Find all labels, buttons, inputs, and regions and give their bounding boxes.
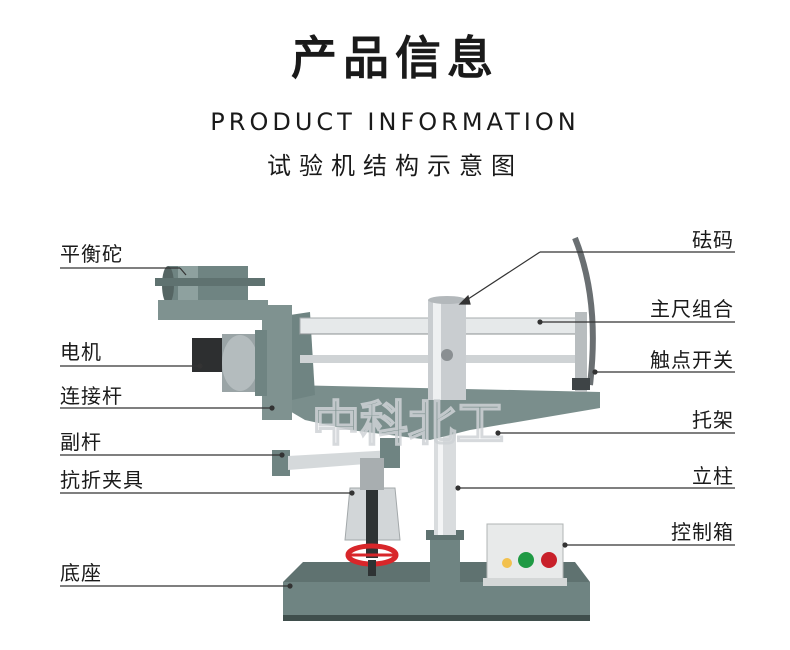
control-box xyxy=(483,523,567,586)
label-weight: 砝码 xyxy=(692,228,734,252)
label-motor: 电机 xyxy=(60,340,102,364)
weight xyxy=(428,296,466,400)
label-base: 底座 xyxy=(60,561,102,585)
label-main-scale: 主尺组合 xyxy=(650,297,734,321)
indicator-lamp-icon xyxy=(502,558,512,568)
red-button-icon xyxy=(541,552,557,568)
bracket xyxy=(262,305,600,440)
label-contact-switch: 触点开关 xyxy=(650,348,734,372)
label-connecting-rod: 连接杆 xyxy=(60,384,123,408)
green-button-icon xyxy=(518,552,534,568)
label-column: 立柱 xyxy=(692,464,734,488)
contact-switch-rod xyxy=(572,236,596,386)
diagram-caption: 试验机结构示意图 xyxy=(267,152,523,180)
page-subtitle-english: PRODUCT INFORMATION xyxy=(210,108,580,136)
label-balance-weight: 平衡砣 xyxy=(60,242,123,266)
label-control-box: 控制箱 xyxy=(671,520,734,544)
bending-fixture xyxy=(344,458,401,558)
label-auxiliary-rod: 副杆 xyxy=(60,430,102,454)
page-title: 产品信息 xyxy=(291,31,499,85)
handwheel-icon xyxy=(345,543,399,576)
label-bending-fixture: 抗折夹具 xyxy=(60,468,144,492)
leader-lines xyxy=(60,251,735,589)
watermark-logo: 中科北工 xyxy=(312,396,504,452)
auxiliary-rod xyxy=(272,438,400,476)
balance-weight xyxy=(155,266,268,320)
motor xyxy=(192,330,267,396)
label-bracket: 托架 xyxy=(692,408,734,432)
